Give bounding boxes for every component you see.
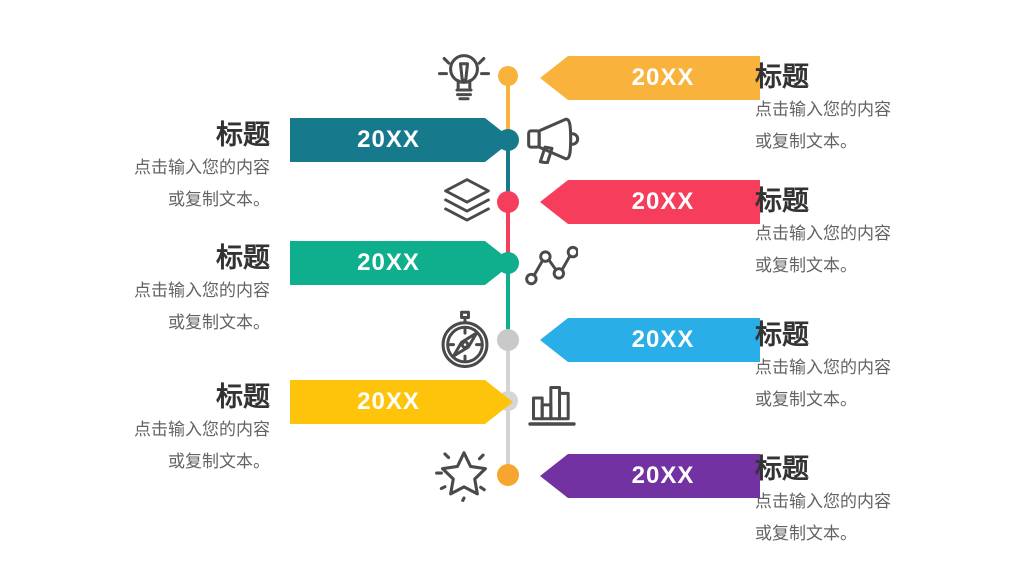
timeline-segment	[506, 401, 510, 475]
item-desc-line1[interactable]: 点击输入您的内容	[134, 281, 270, 300]
text-block: 标题 点击输入您的内容 或复制文本。	[755, 184, 995, 282]
text-block: 标题 点击输入您的内容 或复制文本。	[30, 118, 270, 216]
bar-chart-icon	[524, 376, 580, 428]
text-block: 标题 点击输入您的内容 或复制文本。	[755, 318, 995, 416]
item-title[interactable]: 标题	[216, 243, 270, 273]
item-desc-line1[interactable]: 点击输入您的内容	[755, 492, 891, 511]
year-banner[interactable]: 20XX	[540, 318, 760, 362]
item-title[interactable]: 标题	[216, 382, 270, 412]
scatter-chart-icon	[524, 242, 578, 288]
year-label: 20XX	[631, 64, 695, 91]
year-banner[interactable]: 20XX	[540, 180, 760, 224]
item-title[interactable]: 标题	[755, 186, 809, 216]
year-label: 20XX	[631, 326, 695, 353]
timeline-dot	[497, 191, 519, 213]
item-desc-line2[interactable]: 或复制文本。	[755, 256, 857, 275]
megaphone-icon	[524, 114, 580, 164]
item-title[interactable]: 标题	[216, 120, 270, 150]
text-block: 标题 点击输入您的内容 或复制文本。	[30, 380, 270, 478]
item-desc-line2[interactable]: 或复制文本。	[168, 313, 270, 332]
item-desc-line1[interactable]: 点击输入您的内容	[755, 358, 891, 377]
lightbulb-icon	[436, 48, 492, 104]
timeline-dot	[498, 66, 518, 86]
item-desc-line1[interactable]: 点击输入您的内容	[755, 224, 891, 243]
timeline-segment	[506, 76, 510, 140]
timeline-dot	[497, 329, 519, 351]
year-banner[interactable]: 20XX	[290, 241, 513, 285]
item-desc-line1[interactable]: 点击输入您的内容	[134, 420, 270, 439]
item-desc-line2[interactable]: 或复制文本。	[755, 132, 857, 151]
item-desc-line2[interactable]: 或复制文本。	[168, 190, 270, 209]
year-label: 20XX	[357, 249, 420, 276]
item-desc-line2[interactable]: 或复制文本。	[755, 390, 857, 409]
timeline-segment	[506, 140, 510, 202]
timeline-segment	[506, 263, 510, 340]
item-title[interactable]: 标题	[755, 320, 809, 350]
timeline-segment	[506, 202, 510, 263]
timeline-dot	[497, 464, 519, 486]
star-icon	[434, 448, 494, 504]
year-label: 20XX	[357, 388, 420, 415]
year-label: 20XX	[631, 188, 695, 215]
timeline-segment	[506, 340, 510, 401]
year-label: 20XX	[631, 462, 695, 489]
year-banner[interactable]: 20XX	[540, 56, 760, 100]
year-banner[interactable]: 20XX	[290, 118, 513, 162]
item-desc-line1[interactable]: 点击输入您的内容	[134, 158, 270, 177]
item-desc-line2[interactable]: 或复制文本。	[755, 524, 857, 543]
item-title[interactable]: 标题	[755, 454, 809, 484]
year-label: 20XX	[357, 126, 420, 153]
text-block: 标题 点击输入您的内容 或复制文本。	[755, 60, 995, 158]
year-banner[interactable]: 20XX	[540, 454, 760, 498]
text-block: 标题 点击输入您的内容 或复制文本。	[30, 241, 270, 339]
text-block: 标题 点击输入您的内容 或复制文本。	[755, 452, 995, 550]
compass-icon	[438, 310, 492, 370]
item-title[interactable]: 标题	[755, 62, 809, 92]
layers-icon	[440, 176, 494, 226]
year-banner[interactable]: 20XX	[290, 380, 513, 424]
item-desc-line1[interactable]: 点击输入您的内容	[755, 100, 891, 119]
item-desc-line2[interactable]: 或复制文本。	[168, 452, 270, 471]
